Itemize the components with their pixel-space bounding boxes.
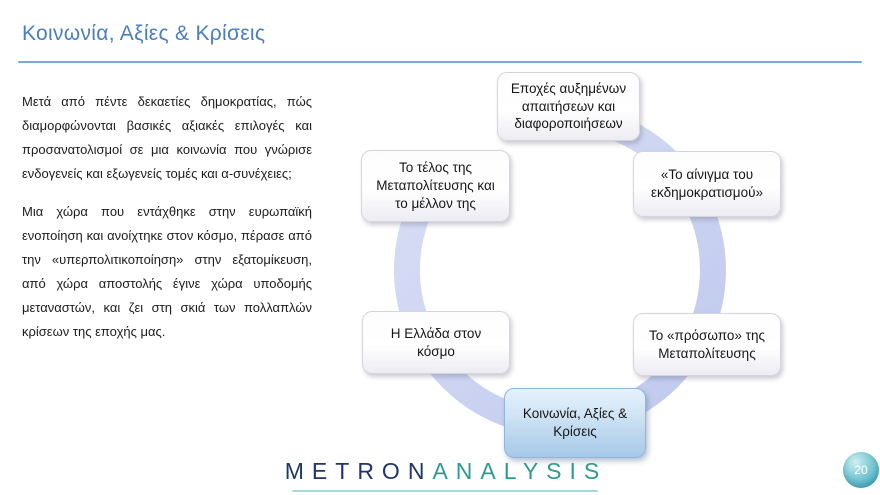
body-text-block: Μετά από πέντε δεκαετίες δημοκρατίας, πώ…	[22, 90, 312, 344]
cycle-node-label: Κοινωνία, Αξίες & Κρίσεις	[522, 406, 628, 439]
cycle-node-label: Το τέλος της Μεταπολίτευσης και το μέλλο…	[376, 160, 495, 211]
cycle-node-label: Εποχές αυξημένων απαιτήσεων και διαφοροπ…	[510, 80, 627, 132]
cycle-node-label: Η Ελλάδα στον κόσμο	[390, 325, 482, 359]
logo-text-analysis: ANALYSIS	[432, 458, 608, 484]
cycle-node-label: Το «πρόσωπο» της Μεταπολίτευσης	[649, 327, 765, 361]
page-number: 20	[854, 463, 868, 477]
cycle-node-right-upper: «Το αίνιγμα του εκδημοκρατισμού»	[633, 151, 781, 217]
page-number-badge: 20	[843, 452, 879, 488]
cycle-node-left-upper: Το τέλος της Μεταπολίτευσης και το μέλλο…	[361, 150, 510, 222]
body-paragraph-2: Μια χώρα που εντάχθηκε στην ευρωπαϊκή εν…	[22, 204, 312, 339]
title-divider-line	[18, 61, 862, 63]
cycle-node-right-lower: Το «πρόσωπο» της Μεταπολίτευσης	[633, 313, 781, 376]
cycle-node-top: Εποχές αυξημένων απαιτήσεων και διαφοροπ…	[497, 72, 640, 141]
logo-text-metron: METRON	[284, 458, 433, 484]
logo-underline	[292, 490, 598, 492]
slide-title: Κοινωνία, Αξίες & Κρίσεις	[22, 22, 266, 45]
cycle-node-label: «Το αίνιγμα του εκδημοκρατισμού»	[651, 167, 763, 200]
cycle-node-left-lower: Η Ελλάδα στον κόσμο	[362, 311, 510, 374]
cycle-node-bottom-highlighted: Κοινωνία, Αξίες & Κρίσεις	[504, 388, 646, 458]
metron-analysis-logo: METRONANALYSIS	[0, 458, 880, 485]
body-paragraph-1: Μετά από πέντε δεκαετίες δημοκρατίας, πώ…	[22, 94, 312, 181]
